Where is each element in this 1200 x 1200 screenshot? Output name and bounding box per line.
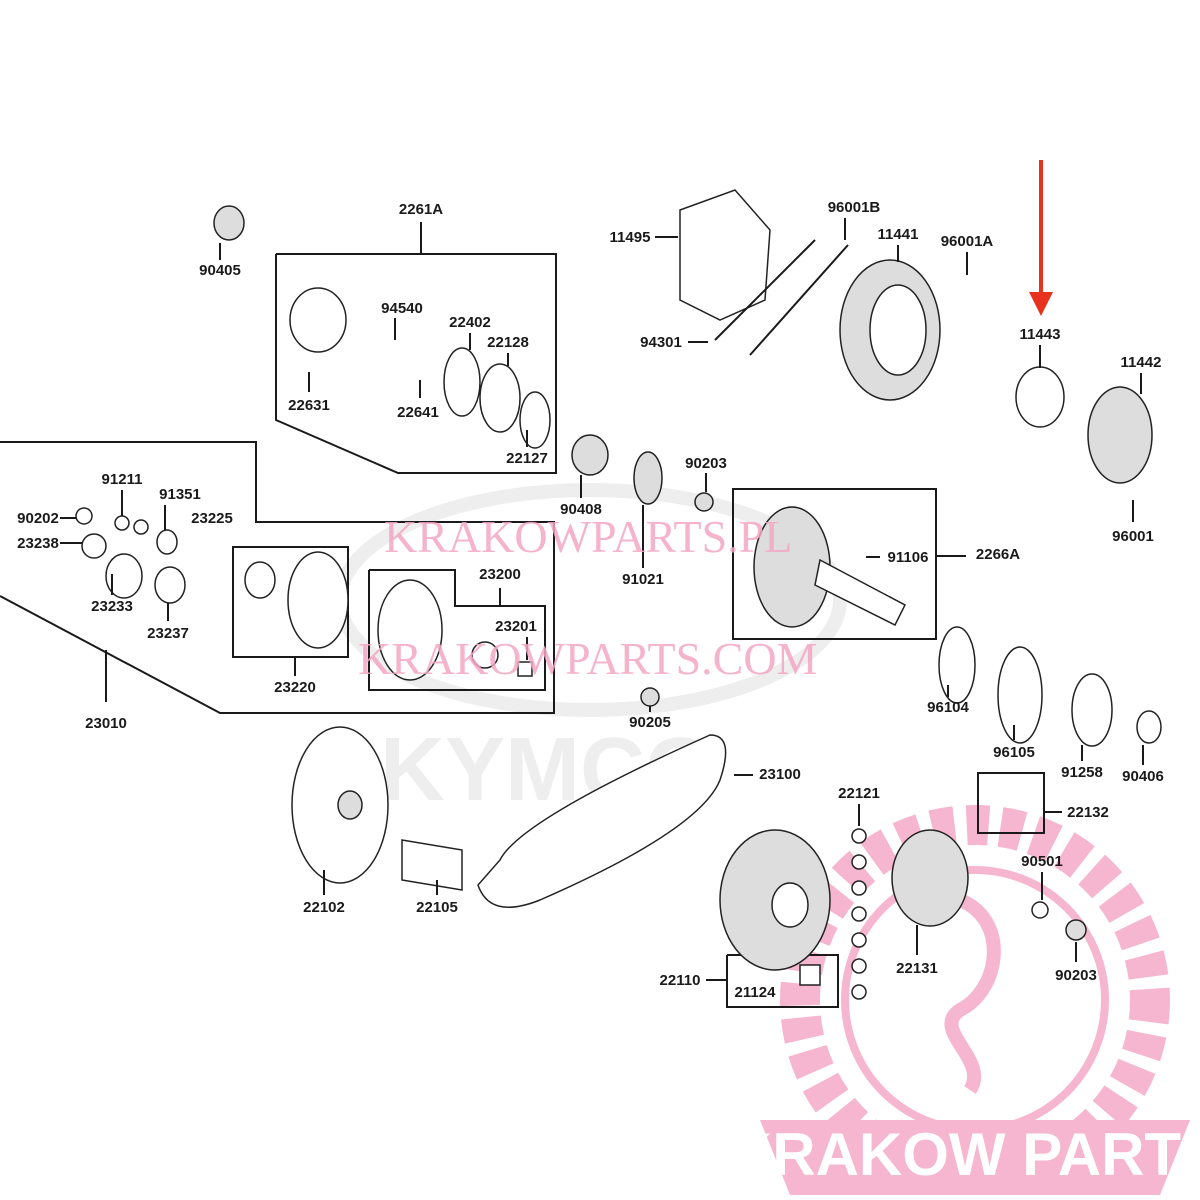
part-label[interactable]: 22402 (449, 314, 491, 331)
part-label[interactable]: 22127 (506, 450, 548, 467)
sub-box-22132 (977, 772, 1045, 834)
part-label[interactable]: 96001B (828, 199, 881, 216)
part-label[interactable]: 96104 (927, 699, 969, 716)
part-label[interactable]: 96001 (1112, 528, 1154, 545)
part-label[interactable]: 23238 (17, 535, 59, 552)
part-label[interactable]: 96105 (993, 744, 1035, 761)
part-label[interactable]: 23237 (147, 625, 189, 642)
part-label[interactable]: 11441 (878, 226, 919, 243)
logo-text: KRAKOW PARTS (729, 1121, 1200, 1188)
part-label[interactable]: 91106 (888, 549, 929, 566)
sub-box-23200 (368, 569, 546, 691)
part-label[interactable]: 90205 (629, 714, 671, 731)
part-label[interactable]: 22121 (838, 785, 880, 802)
part-label[interactable]: 22641 (397, 404, 439, 421)
part-label[interactable]: 11442 (1121, 354, 1162, 371)
leader-lines (60, 218, 1144, 981)
part-label[interactable]: 23225 (191, 510, 233, 527)
part-label[interactable]: 94540 (381, 300, 423, 317)
clutch-housing-box (732, 488, 937, 640)
part-label[interactable]: 22631 (288, 397, 330, 414)
part-label[interactable]: 21124 (735, 984, 777, 1001)
part-label[interactable]: 90406 (1122, 768, 1164, 785)
krakow-parts-logo: KRAKOW PARTS (729, 805, 1200, 1195)
watermark-top: KRAKOWPARTS.PL (384, 511, 792, 562)
part-label[interactable]: 22105 (416, 899, 458, 916)
part-label-highlighted[interactable]: 11443 (1020, 326, 1061, 343)
highlight-arrow (1029, 160, 1053, 316)
parts-shapes (75, 189, 1162, 1000)
part-label[interactable]: 23010 (85, 715, 127, 732)
part-label[interactable]: 22110 (660, 972, 701, 989)
watermark-bottom: KRAKOWPARTS.COM (358, 633, 817, 684)
part-label[interactable]: 11495 (610, 229, 651, 246)
part-label[interactable]: 91211 (102, 471, 143, 488)
part-label[interactable]: 23200 (479, 566, 521, 583)
part-label[interactable]: 90408 (560, 501, 602, 518)
part-labels: 90405 2261A 94540 22402 22128 22631 2264… (17, 199, 1164, 1001)
part-label[interactable]: 90501 (1021, 853, 1063, 870)
part-label[interactable]: 96001A (941, 233, 994, 250)
part-label[interactable]: 23233 (91, 598, 133, 615)
part-label[interactable]: 91351 (159, 486, 201, 503)
part-label[interactable]: 2266A (976, 546, 1020, 563)
gasket-11443 (1015, 366, 1065, 428)
part-label[interactable]: 90202 (17, 510, 59, 527)
part-label[interactable]: 22128 (487, 334, 529, 351)
driven-pulley-group-box (0, 441, 555, 714)
part-label[interactable]: 91021 (622, 571, 664, 588)
clutch-group-box (275, 253, 557, 474)
part-label[interactable]: 23201 (495, 618, 537, 635)
part-label[interactable]: 2261A (399, 201, 443, 218)
part-label[interactable]: 23220 (274, 679, 316, 696)
part-label[interactable]: 23100 (759, 766, 801, 783)
part-label[interactable]: 94301 (640, 334, 682, 351)
part-label[interactable]: 22102 (303, 899, 345, 916)
part-label[interactable]: 90405 (199, 262, 241, 279)
part-label[interactable]: 90203 (1055, 967, 1097, 984)
part-label[interactable]: 90203 (685, 455, 727, 472)
part-label[interactable]: 22132 (1067, 804, 1109, 821)
part-label[interactable]: 22131 (896, 960, 938, 977)
part-label[interactable]: 91258 (1061, 764, 1103, 781)
